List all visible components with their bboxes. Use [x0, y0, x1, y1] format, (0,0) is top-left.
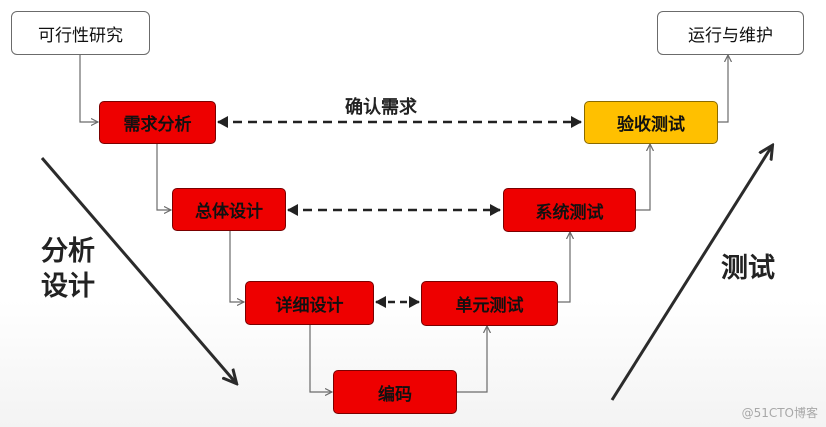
node-requirements-analysis: 需求分析	[99, 101, 216, 144]
testing-direction-arrow	[610, 146, 772, 401]
label-confirm-requirements: 确认需求	[345, 97, 417, 118]
connector-detailed-to-coding	[309, 325, 332, 392]
label-analysis-line1: 分析	[41, 236, 95, 267]
watermark: @51CTO博客	[741, 406, 818, 420]
connector-coding-to-unit	[457, 326, 487, 393]
node-overall-design: 总体设计	[172, 188, 286, 231]
label-analysis-line2: 设计	[41, 271, 95, 302]
label-testing: 测试	[721, 253, 775, 284]
connector-overall-to-detailed	[229, 231, 244, 302]
connector-unit-to-system	[558, 232, 570, 303]
connector-feasibility-to-requirements	[79, 55, 98, 122]
node-coding: 编码	[333, 370, 457, 414]
connector-system-to-acceptance	[636, 144, 650, 211]
node-feasibility-study: 可行性研究	[11, 11, 150, 55]
analysis-direction-arrow	[40, 157, 236, 383]
connector-requirements-to-overall	[156, 144, 171, 210]
node-operation-maintenance: 运行与维护	[657, 11, 804, 55]
node-acceptance-test: 验收测试	[584, 101, 718, 144]
node-detailed-design: 详细设计	[245, 281, 374, 325]
connector-acceptance-to-operation	[718, 55, 728, 123]
label-analysis-design: 分析 设计	[28, 234, 108, 304]
node-system-test: 系统测试	[503, 188, 636, 232]
node-unit-test: 单元测试	[421, 281, 558, 326]
